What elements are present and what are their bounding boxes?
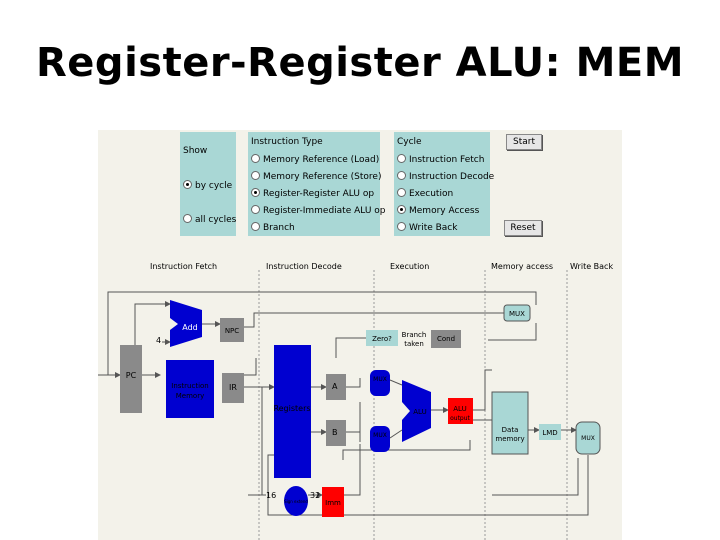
slide-title: Register-Register ALU: MEM (36, 40, 684, 86)
pc-mux-label: MUX (509, 310, 525, 318)
alu-input-mux-top (370, 370, 390, 396)
register-file (274, 345, 311, 478)
adder-shape (170, 300, 202, 347)
cycle-box: Cycle Instruction Fetch Instruction Deco… (394, 132, 494, 236)
stage-label: Memory access (491, 262, 554, 271)
datapath-panel: Show by cycle all cycles Instruction Typ… (98, 130, 622, 540)
pc-label: PC (126, 371, 137, 380)
zero-test-label: Zero? (372, 335, 392, 343)
output-bits-label: 32 (310, 491, 320, 500)
pc-mux (503, 304, 531, 322)
wires (98, 291, 589, 516)
show-option-all-cycles[interactable]: all cycles (183, 214, 236, 225)
writeback-mux (575, 421, 601, 455)
radio-icon[interactable] (397, 171, 406, 180)
alu-label: ALU (413, 408, 426, 416)
alu-output-label-line2: output (450, 415, 470, 422)
instruction-type-option[interactable]: Memory Reference (Store) (251, 171, 381, 182)
branch-taken-label-line1: Branch (402, 331, 427, 339)
alu-output-register (448, 398, 473, 424)
radio-icon[interactable] (397, 188, 406, 197)
constant-four-label: 4 (156, 336, 161, 345)
input-bits-label: 16 (266, 491, 276, 500)
cycle-option[interactable]: Instruction Fetch (397, 154, 484, 165)
datapath-diagram: Add 4 NPC PC Instruction Memory IR Regis… (98, 270, 601, 540)
stage-label: Instruction Decode (266, 262, 342, 271)
sign-extend-label: Sign extend (284, 499, 308, 504)
cond-register (431, 330, 461, 348)
data-memory-label-line2: memory (495, 435, 524, 443)
branch-taken-label-line2: taken (404, 340, 424, 348)
show-option-by-cycle[interactable]: by cycle (183, 180, 232, 191)
instruction-type-option[interactable]: Register-Immediate ALU op (251, 205, 386, 216)
writeback-mux-label: MUX (581, 435, 595, 442)
instruction-type-heading: Instruction Type (251, 137, 323, 147)
imm-register (322, 487, 344, 517)
instruction-memory-label-line1: Instruction (171, 382, 208, 390)
cycle-option[interactable]: Write Back (397, 222, 457, 233)
npc-register (220, 318, 244, 342)
a-register-label: A (332, 382, 338, 391)
stage-label: Execution (390, 262, 430, 271)
alu-output-label-line1: ALU (453, 405, 466, 413)
show-options-box: Show by cycle all cycles (180, 132, 236, 236)
lmd-register (539, 424, 561, 440)
instruction-type-box: Instruction Type Memory Reference (Load)… (248, 132, 386, 236)
instruction-type-option[interactable]: Branch (251, 222, 295, 233)
radio-icon[interactable] (251, 154, 260, 163)
radio-icon[interactable] (183, 180, 192, 189)
npc-label: NPC (225, 327, 239, 335)
radio-icon[interactable] (397, 222, 406, 231)
radio-icon[interactable] (183, 214, 192, 223)
radio-icon[interactable] (397, 154, 406, 163)
instruction-memory (166, 360, 214, 418)
radio-icon[interactable] (397, 205, 406, 214)
b-register-label: B (332, 428, 338, 437)
data-memory-label-line1: Data (502, 426, 519, 434)
radio-icon[interactable] (251, 171, 260, 180)
zero-test-box (366, 330, 398, 346)
reset-button[interactable]: Reset (504, 220, 542, 236)
adder-label: Add (182, 323, 198, 332)
b-register (326, 420, 346, 446)
cycle-option[interactable]: Memory Access (397, 205, 479, 216)
a-register (326, 374, 346, 400)
alu-shape (402, 380, 431, 442)
cycle-option[interactable]: Instruction Decode (397, 171, 494, 182)
ir-label: IR (229, 383, 237, 392)
cycle-option[interactable]: Execution (397, 188, 453, 199)
stage-label: Write Back (570, 262, 614, 271)
radio-icon[interactable] (251, 188, 260, 197)
cond-label: Cond (437, 335, 455, 343)
pc-register (120, 345, 142, 413)
radio-icon[interactable] (251, 222, 260, 231)
instruction-type-option[interactable]: Memory Reference (Load) (251, 154, 379, 165)
imm-label: Imm (325, 499, 341, 507)
sign-extend-unit (284, 486, 308, 516)
alu-input-mux-top-label: MUX (373, 376, 387, 383)
stage-label: Instruction Fetch (150, 262, 218, 271)
instruction-type-option[interactable]: Register-Register ALU op (251, 188, 374, 199)
ir-register (222, 373, 244, 403)
lmd-label: LMD (542, 429, 557, 437)
alu-input-mux-bottom-label: MUX (373, 432, 387, 439)
show-heading: Show (183, 146, 208, 156)
instruction-memory-label-line2: Memory (176, 392, 204, 400)
radio-icon[interactable] (251, 205, 260, 214)
cycle-heading: Cycle (397, 137, 422, 147)
data-memory (491, 391, 529, 455)
alu-input-mux-bottom (370, 426, 390, 452)
register-file-label: Registers (273, 404, 310, 413)
start-button[interactable]: Start (506, 134, 542, 150)
